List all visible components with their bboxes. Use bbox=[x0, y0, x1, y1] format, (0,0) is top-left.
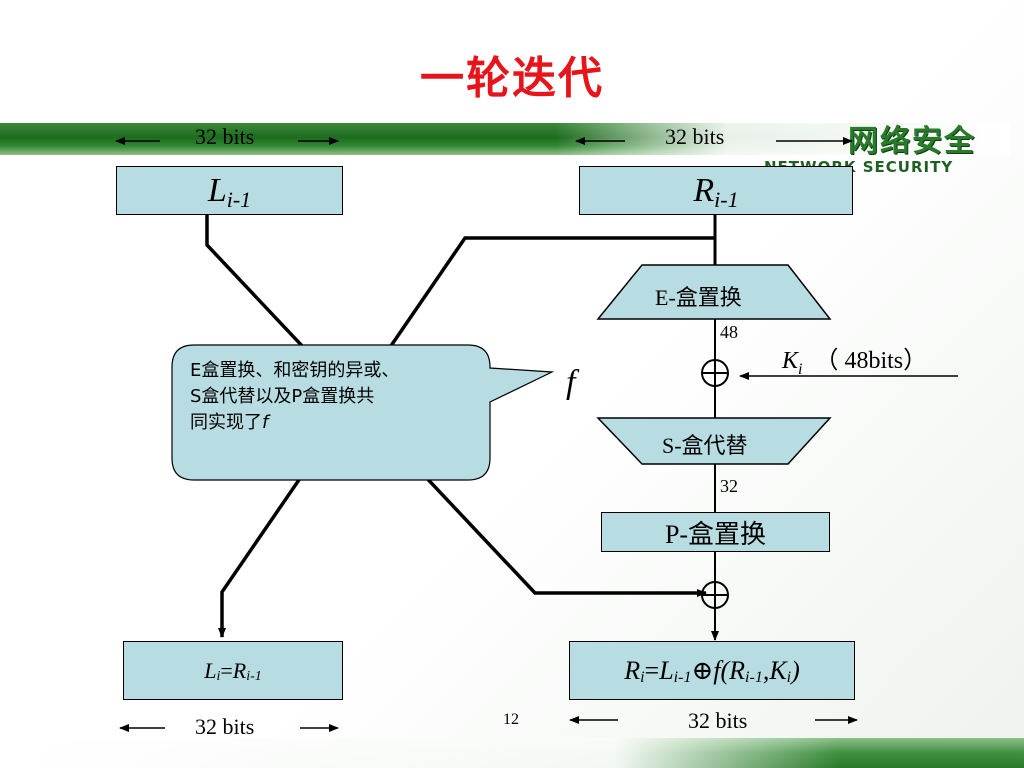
e-box-shape bbox=[596, 264, 832, 320]
page-number: 12 bbox=[503, 711, 519, 728]
logo-text-cn: 网络安全 bbox=[848, 124, 976, 159]
footer-bar-fade bbox=[0, 738, 1024, 768]
key-label: Ki （ 48bits） bbox=[782, 348, 928, 378]
callout-text: E盒置换、和密钥的异或、 S盒代替以及P盒置换共 同实现了f bbox=[190, 360, 400, 433]
callout-bubble bbox=[171, 344, 555, 481]
header-bar-fade bbox=[0, 123, 1010, 155]
box-P: P-盒置换 bbox=[601, 512, 830, 552]
slide-title: 一轮迭代 bbox=[420, 53, 604, 104]
xor-icon-output bbox=[701, 581, 729, 609]
bits-top-right: 32 bits bbox=[665, 124, 725, 149]
s-box-shape bbox=[596, 417, 832, 465]
bits-top-left: 32 bits bbox=[195, 124, 255, 149]
width-48: 48 bbox=[720, 322, 738, 342]
bits-bottom-left: 32 bits bbox=[195, 714, 255, 739]
width-32: 32 bbox=[720, 476, 738, 496]
e-box-label: E-盒置换 bbox=[655, 285, 742, 310]
bits-bottom-right: 32 bits bbox=[688, 708, 748, 733]
s-box-label: S-盒代替 bbox=[662, 433, 748, 458]
xor-icon-key bbox=[701, 359, 729, 387]
f-label: f bbox=[566, 364, 576, 401]
